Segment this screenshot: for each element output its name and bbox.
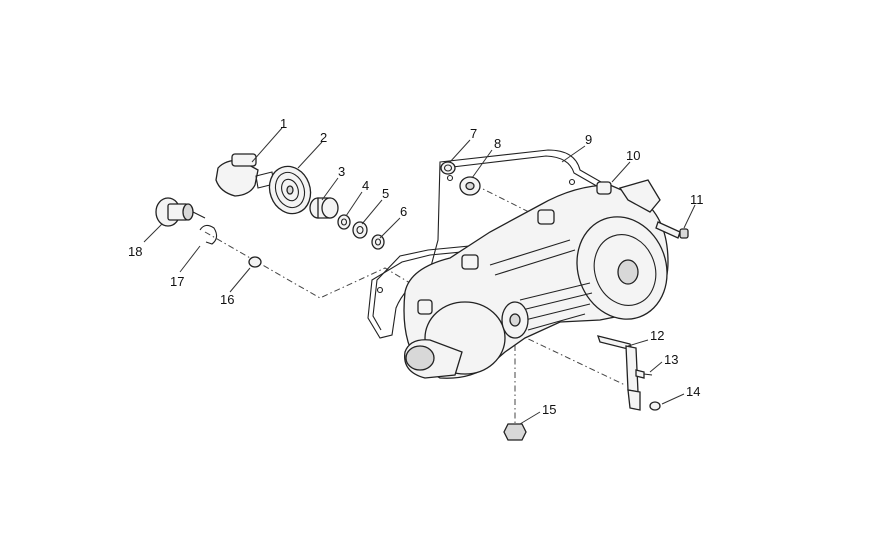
callout-labels: 1 2 3 4 5 6 7 8 9 10 11 12 13 14 15 16 1… <box>128 116 704 417</box>
washer-4 <box>337 214 351 230</box>
bolt-11 <box>655 221 689 239</box>
callout-4: 4 <box>362 178 369 193</box>
ring-7 <box>440 161 456 175</box>
bushing <box>309 197 339 219</box>
callout-7: 7 <box>470 126 477 141</box>
kick-starter-lever <box>597 335 641 411</box>
callout-12: 12 <box>650 328 664 343</box>
callout-10: 10 <box>626 148 640 163</box>
pin-14 <box>649 401 661 411</box>
callout-6: 6 <box>400 204 407 219</box>
washer-16 <box>248 256 262 268</box>
callout-2: 2 <box>320 130 327 145</box>
callout-17: 17 <box>170 274 184 289</box>
bolt-13 <box>635 369 653 379</box>
callout-16: 16 <box>220 292 234 307</box>
callout-1: 1 <box>280 116 287 131</box>
callout-3: 3 <box>338 164 345 179</box>
transmission-cover <box>403 179 669 379</box>
washer-6 <box>371 234 385 250</box>
callout-9: 9 <box>585 132 592 147</box>
washer-5 <box>352 221 368 239</box>
circlip-17 <box>199 224 218 245</box>
callout-11: 11 <box>690 192 704 207</box>
callout-13: 13 <box>664 352 678 367</box>
recoil-spring <box>268 165 312 215</box>
bearing-8 <box>459 176 481 196</box>
leader-lines <box>143 127 696 425</box>
callout-18: 18 <box>128 244 142 259</box>
callout-15: 15 <box>542 402 556 417</box>
starter-cup <box>215 153 275 197</box>
nut-15 <box>503 423 527 441</box>
callout-5: 5 <box>382 186 389 201</box>
callout-14: 14 <box>686 384 700 399</box>
drive-gear-18 <box>155 197 206 227</box>
callout-8: 8 <box>494 136 501 151</box>
